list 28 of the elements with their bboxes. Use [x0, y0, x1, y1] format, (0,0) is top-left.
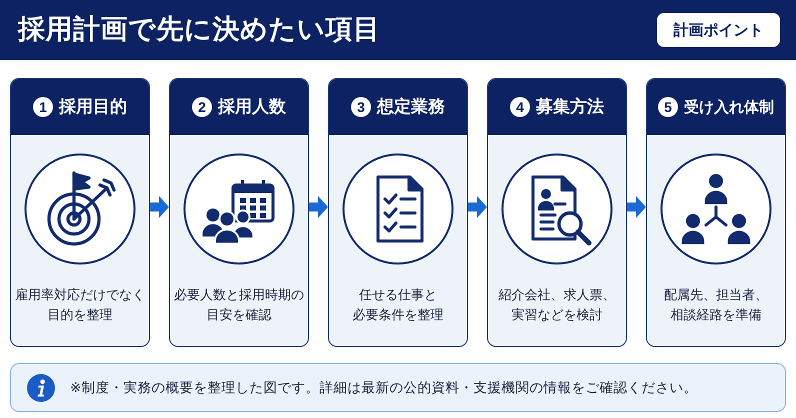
step-description: 雇用率対応だけでなく目的を整理: [14, 287, 146, 325]
step-card: [10, 78, 150, 347]
note-box: [10, 363, 786, 412]
step-card: [169, 78, 309, 347]
step-title: 採用人数: [218, 96, 286, 119]
step-title: 募集方法: [536, 96, 604, 119]
category-tag: 計画ポイント: [657, 13, 780, 47]
step-title: 受け入れ体制: [684, 97, 774, 118]
step-number: 2: [192, 97, 212, 117]
arrow: [627, 196, 646, 218]
arrow: [468, 196, 487, 218]
step-number: 3: [351, 97, 371, 117]
step-card: [328, 78, 468, 347]
step-number: 1: [33, 97, 53, 117]
step-description: 必要人数と採用時期の目安を確認: [173, 287, 305, 325]
step-description: 紹介会社、求人票、実習などを検討: [498, 287, 616, 325]
step-card: [646, 78, 786, 347]
note-text: ※制度・実務の概要を整理した図です。詳細は最新の公的資料・支援機関の情報をご確認ください。: [70, 378, 698, 398]
page-title: 採用計画で先に決めたい項目: [18, 13, 380, 47]
step-number: 4: [510, 97, 530, 117]
step-description: 任せる仕事と必要条件を整理: [352, 287, 444, 325]
step-title: 想定業務: [377, 96, 445, 119]
step-card: [487, 78, 627, 347]
step-number: 5: [658, 97, 678, 117]
step-title: 採用目的: [59, 96, 127, 119]
arrow: [150, 196, 169, 218]
step-description: 配属先、担当者、相談経路を準備: [663, 287, 769, 325]
arrow: [309, 196, 328, 218]
